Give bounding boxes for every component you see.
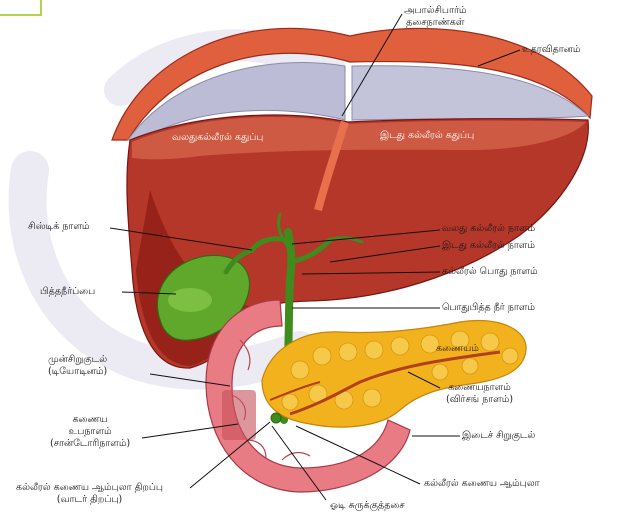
cystic-duct-label: சிஸ்டிக் நாளம் [28, 221, 90, 233]
ampulla-opening-label-line1: கல்லீரல் கணைய ஆம்புலா திறப்பு [16, 482, 163, 494]
common-hepatic-duct-label: கல்லீரல் பொது நாளம் [442, 266, 538, 278]
right-hepatic-duct-label: வலது கல்லீரல் நாளம் [442, 223, 535, 235]
right-lobe-label: வலதுகல்லீரல் கதுப்பு [172, 132, 263, 144]
duodenum-label: முன்சிறுகுடல் (டியோடினம்) [48, 354, 107, 378]
corner-frame [0, 0, 42, 16]
falciform-label-line1: அபால்சிபார்ம் [404, 5, 467, 17]
pancreas-label: கணையம் [436, 343, 479, 355]
falciform-label-line2: தசைநாண்கள் [404, 17, 467, 29]
gallbladder-label: பித்தநீர்ப்பை [40, 286, 95, 298]
ampulla [271, 413, 281, 423]
pancreatic-duct-label: கணையநாளம் (விர்சங் நாளம்) [446, 382, 513, 406]
left-hepatic-duct-label: இடது கல்லீரல் நாளம் [442, 240, 535, 252]
left-lobe-label: இடது கல்லீரல் கதுப்பு [380, 130, 474, 142]
ampulla-opening-label-line2: (வாடர் திறப்பு) [16, 494, 163, 506]
sphincter-label: ஓடி சுருக்குத்தசை [330, 500, 405, 512]
accessory-duct-label-line1: கணைய [50, 414, 130, 426]
accessory-duct-label: கணைய உபநாளம் (சான்டோரிநாளம்) [50, 414, 130, 450]
accessory-duct-label-line2: உபநாளம் [50, 426, 130, 438]
duodenum-label-line1: முன்சிறுகுடல் [48, 354, 107, 366]
duodenum-label-line2: (டியோடினம்) [48, 366, 107, 378]
accessory-duct-label-line3: (சான்டோரிநாளம்) [50, 438, 130, 450]
ampulla-label: கல்லீரல் கணைய ஆம்புலா [424, 478, 540, 490]
pancreatic-duct-label-line2: (விர்சங் நாளம்) [446, 394, 513, 406]
common-bile-duct-label: பொதுபித்த நீர் நாளம் [442, 302, 535, 314]
pancreatic-duct-label-line1: கணையநாளம் [446, 382, 513, 394]
diaphragm-label: உதரவிதானம் [522, 44, 581, 56]
small-intestine-label: இடைச் சிறுகுடல் [462, 430, 535, 442]
ampulla-opening-label: கல்லீரல் கணைய ஆம்புலா திறப்பு (வாடர் திற… [16, 482, 163, 506]
falciform-label: அபால்சிபார்ம் தசைநாண்கள் [404, 5, 467, 29]
